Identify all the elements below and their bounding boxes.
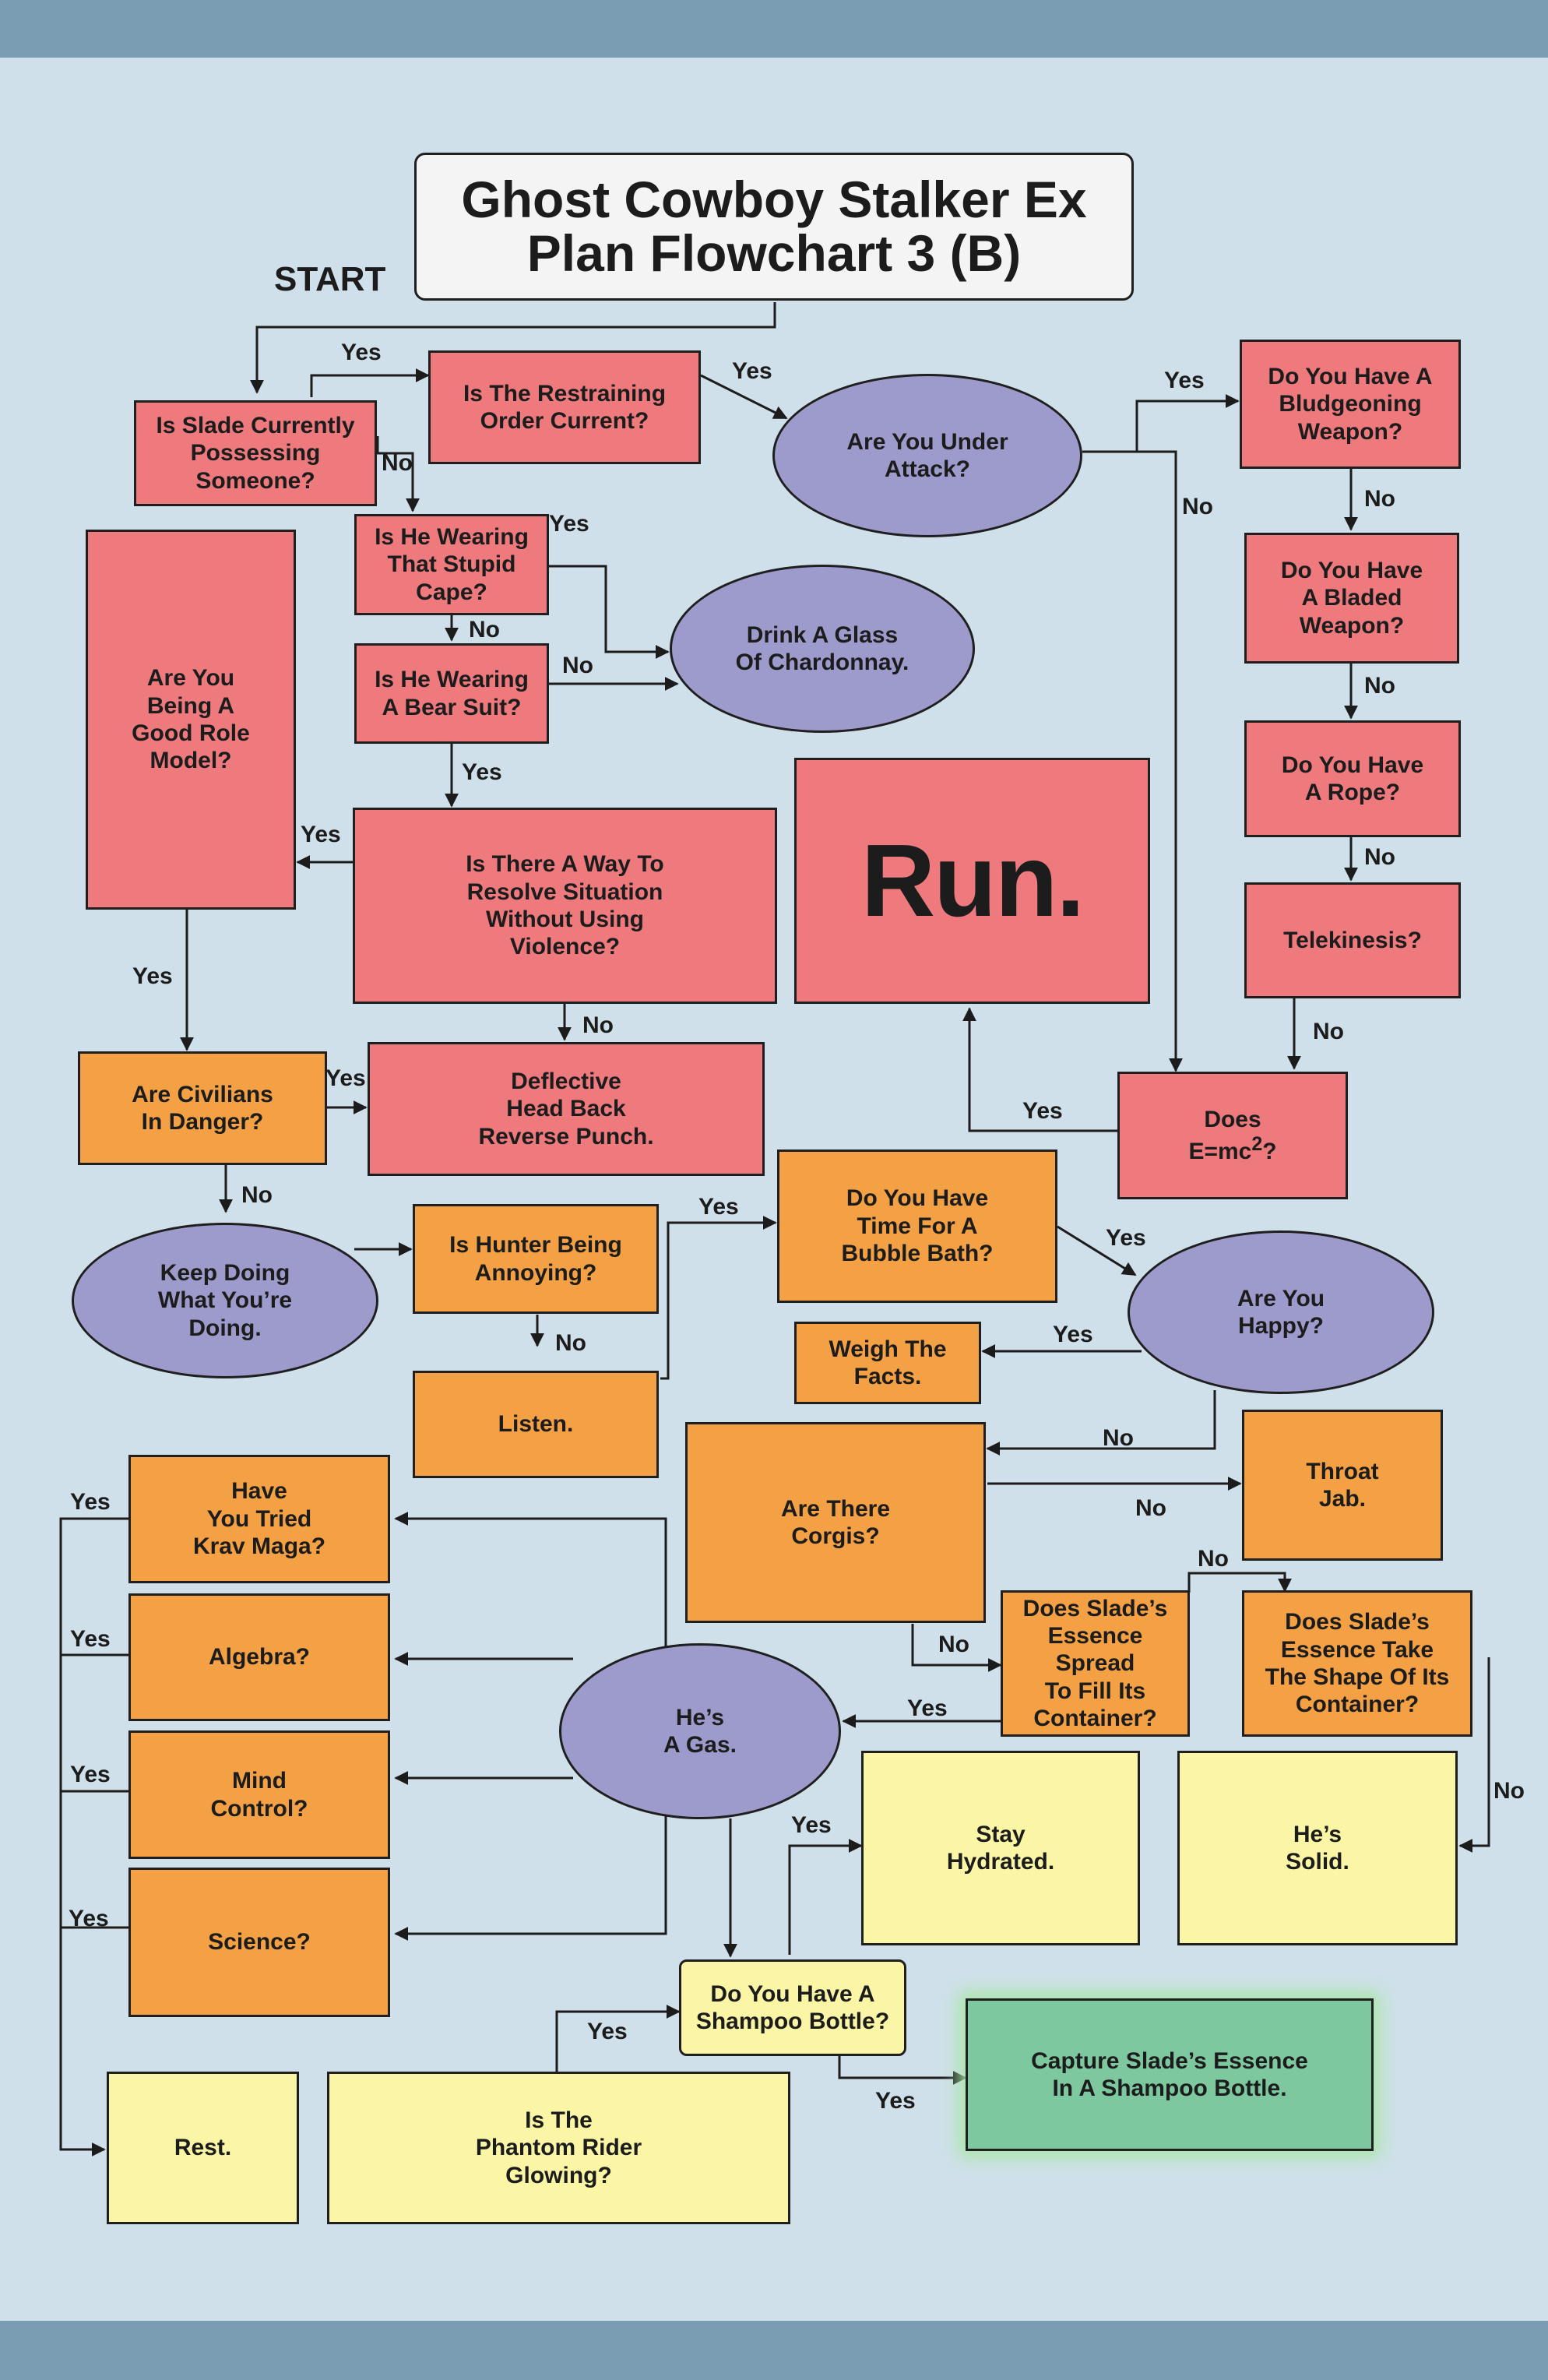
node-shampoo-bottle: Do You Have A Shampoo Bottle?	[679, 1959, 906, 2056]
start-label: START	[274, 260, 386, 298]
node-happy: Are You Happy?	[1128, 1230, 1434, 1394]
edge-label-yes: Yes	[1022, 1098, 1063, 1124]
node-rest: Rest.	[107, 2072, 299, 2224]
node-weigh-facts: Weigh The Facts.	[794, 1322, 981, 1404]
edge-label-no: No	[562, 653, 593, 678]
page-title: Ghost Cowboy Stalker Ex Plan Flowchart 3…	[414, 153, 1134, 301]
node-capture-essence: Capture Slade’s Essence In A Shampoo Bot…	[966, 1998, 1374, 2151]
edge-label-yes: Yes	[341, 340, 382, 365]
edge-label-no: No	[469, 617, 500, 643]
node-listen: Listen.	[413, 1371, 659, 1478]
edge-label-no: No	[555, 1330, 586, 1356]
edge-label-yes: Yes	[907, 1695, 948, 1721]
bottom-band	[0, 2321, 1548, 2380]
edge-label-yes: Yes	[69, 1906, 109, 1931]
edge-label-no: No	[582, 1012, 614, 1038]
node-krav-maga: Have You Tried Krav Maga?	[128, 1455, 390, 1583]
edge-label-no: No	[1313, 1019, 1344, 1044]
edge-label-no: No	[1198, 1546, 1229, 1572]
edge-label-yes: Yes	[70, 1626, 111, 1652]
edge-label-no: No	[1493, 1778, 1525, 1804]
node-civilians: Are Civilians In Danger?	[78, 1051, 327, 1165]
edge-label-yes: Yes	[132, 963, 173, 989]
node-phantom-rider: Is The Phantom Rider Glowing?	[327, 2072, 790, 2224]
emc-prefix: Does E=mc	[1188, 1106, 1261, 1164]
edge-label-yes: Yes	[549, 511, 589, 537]
node-punch: Deflective Head Back Reverse Punch.	[368, 1042, 765, 1176]
node-essence-shape: Does Slade’s Essence Take The Shape Of I…	[1242, 1590, 1472, 1737]
edge-label-no: No	[1364, 844, 1395, 870]
node-bear-suit: Is He Wearing A Bear Suit?	[354, 643, 549, 744]
edge-label-no: No	[1103, 1425, 1134, 1451]
emc-exponent: 2	[1251, 1133, 1263, 1155]
edge-label-no: No	[1364, 486, 1395, 512]
node-gas: He’s A Gas.	[559, 1643, 841, 1819]
edge-label-yes: Yes	[70, 1762, 111, 1787]
edge-label-no: No	[1182, 494, 1213, 519]
edge-label-yes: Yes	[462, 759, 502, 785]
node-under-attack: Are You Under Attack?	[772, 374, 1082, 537]
emc-suffix: ?	[1262, 1139, 1277, 1164]
node-throat-jab: Throat Jab.	[1242, 1410, 1443, 1561]
node-chardonnay: Drink A Glass Of Chardonnay.	[670, 565, 975, 733]
node-stay-hydrated: Stay Hydrated.	[861, 1751, 1140, 1945]
node-bludgeoning-weapon: Do You Have A Bludgeoning Weapon?	[1240, 340, 1461, 469]
node-role-model: Are You Being A Good Role Model?	[86, 530, 296, 910]
edge-label-no: No	[1364, 673, 1395, 699]
node-resolve-without-violence: Is There A Way To Resolve Situation With…	[353, 808, 777, 1004]
node-solid: He’s Solid.	[1177, 1751, 1458, 1945]
node-emc: Does E=mc2?	[1117, 1072, 1348, 1199]
node-restraining-order: Is The Restraining Order Current?	[428, 350, 701, 464]
emc-text: Does E=mc2?	[1188, 1106, 1276, 1166]
node-rope: Do You Have A Rope?	[1244, 720, 1461, 837]
node-slade-possessing: Is Slade Currently Possessing Someone?	[134, 400, 377, 506]
edge-label-yes: Yes	[70, 1489, 111, 1515]
node-hunter-annoying: Is Hunter Being Annoying?	[413, 1204, 659, 1314]
edge-label-yes: Yes	[698, 1194, 739, 1220]
node-telekinesis: Telekinesis?	[1244, 882, 1461, 998]
edge-label-no: No	[1135, 1495, 1166, 1521]
edge-label-yes: Yes	[325, 1065, 366, 1091]
edge-label-no: No	[382, 450, 413, 476]
node-algebra: Algebra?	[128, 1593, 390, 1721]
edge-label-yes: Yes	[1053, 1322, 1093, 1347]
node-bladed-weapon: Do You Have A Bladed Weapon?	[1244, 533, 1459, 664]
top-band	[0, 0, 1548, 58]
node-keep-doing: Keep Doing What You’re Doing.	[72, 1223, 378, 1378]
node-stupid-cape: Is He Wearing That Stupid Cape?	[354, 514, 549, 615]
edge-label-yes: Yes	[301, 822, 341, 847]
node-bubble-bath: Do You Have Time For A Bubble Bath?	[777, 1150, 1057, 1303]
edge-label-yes: Yes	[875, 2088, 916, 2114]
edge-label-yes: Yes	[587, 2019, 628, 2044]
node-mind-control: Mind Control?	[128, 1730, 390, 1859]
edge-label-no: No	[938, 1632, 969, 1657]
node-corgis: Are There Corgis?	[685, 1422, 986, 1623]
node-science: Science?	[128, 1868, 390, 2017]
edge-label-yes: Yes	[791, 1812, 832, 1838]
edge-label-yes: Yes	[732, 358, 772, 384]
edge-label-yes: Yes	[1106, 1225, 1146, 1251]
node-essence-spread: Does Slade’s Essence Spread To Fill Its …	[1001, 1590, 1190, 1737]
node-run: Run.	[794, 758, 1150, 1004]
edge-label-yes: Yes	[1164, 368, 1205, 393]
edge-label-no: No	[241, 1182, 273, 1208]
